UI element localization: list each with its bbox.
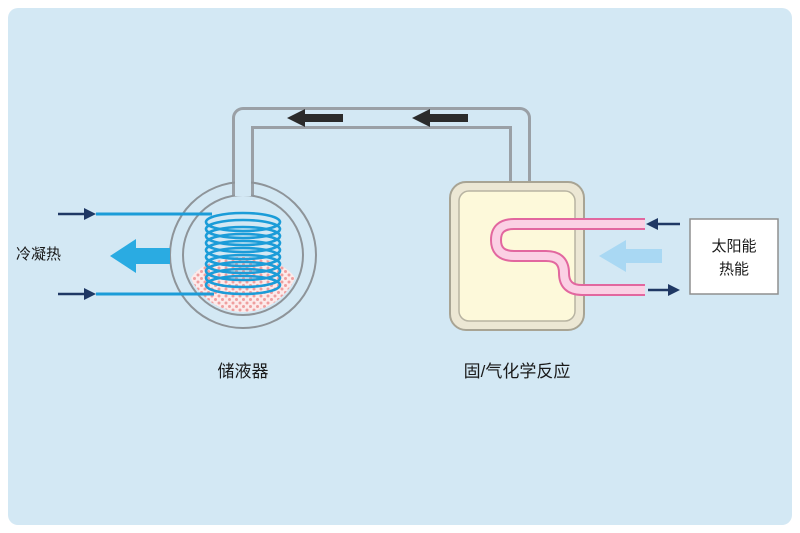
coil-loop [204, 246, 282, 268]
coil-loop [204, 225, 282, 247]
coil-loop [204, 253, 282, 275]
solar-energy-label-line2: 热能 [719, 261, 749, 278]
condensation-heat-label: 冷凝热 [16, 246, 61, 263]
pipe-flow-arrow-icon [412, 109, 468, 127]
solar-heat-arrow-icon [599, 240, 662, 272]
coil-loop [204, 274, 282, 296]
solar-energy-label-line1: 太阳能 [711, 238, 756, 255]
coil-loop [204, 239, 282, 261]
reactor-serpentine-tube [489, 218, 645, 296]
coil-loop [204, 260, 282, 282]
pipe-flow-arrow-icon [287, 109, 343, 127]
tube-outlet-arrow-icon [648, 284, 680, 296]
tube-inlet-arrow-icon [646, 218, 680, 230]
condenser-coil [204, 211, 282, 296]
coil-loop [204, 232, 282, 254]
reaction-label: 固/气化学反应 [464, 362, 571, 381]
reservoir-label: 储液器 [218, 362, 269, 381]
diagram-background [8, 8, 792, 525]
coil-loop [204, 267, 282, 289]
coil-loop [204, 218, 282, 240]
solar-energy-box [689, 218, 779, 295]
vapor-pipe-bore [235, 110, 528, 196]
coil-outlet-arrow-icon [58, 288, 96, 300]
coil-loop [204, 211, 282, 233]
coil-inlet-arrow-icon [58, 208, 96, 220]
condensation-heat-arrow-icon [110, 239, 170, 273]
